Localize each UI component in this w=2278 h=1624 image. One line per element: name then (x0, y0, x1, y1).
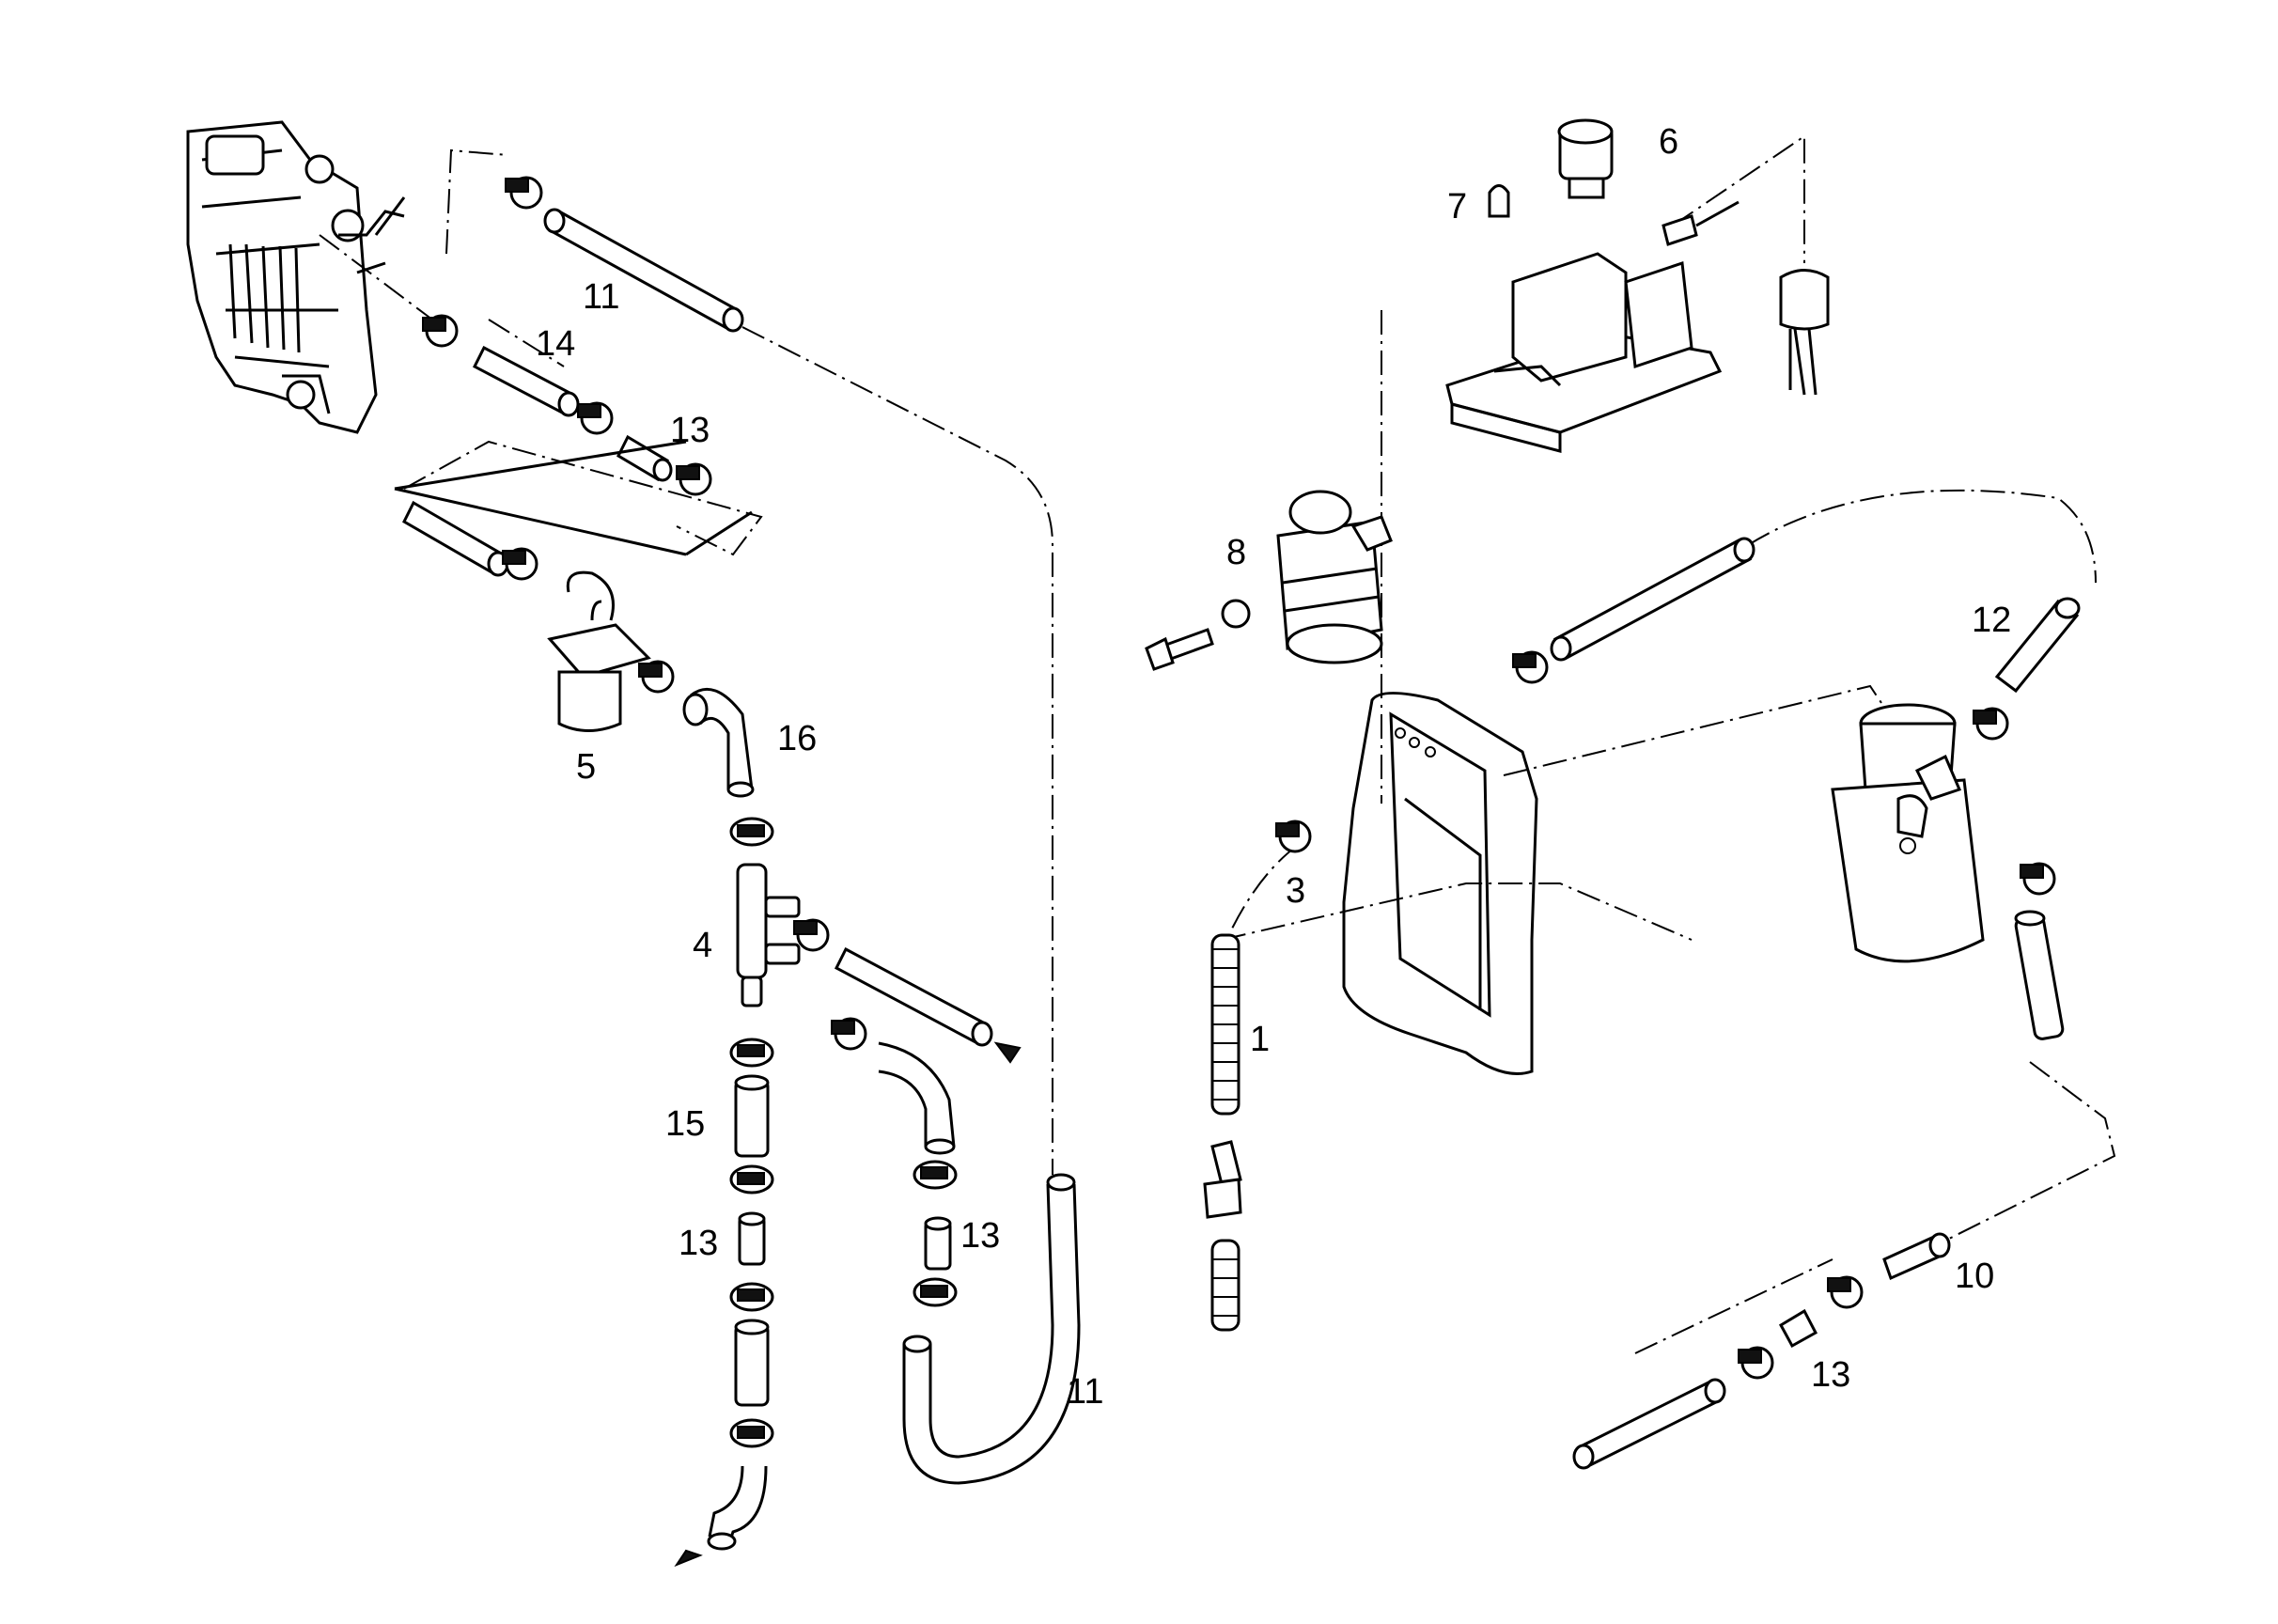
hose-clamps (422, 176, 2056, 1448)
clamp (577, 401, 614, 435)
callout-16: 16 (777, 719, 817, 758)
callout-13-bottom: 13 (1811, 1355, 1850, 1395)
callout-10: 10 (1955, 1257, 1994, 1296)
callout-12: 12 (1972, 601, 2011, 640)
control-panel (1445, 200, 1740, 453)
callout-13-upper: 13 (670, 411, 710, 450)
part-8-cylinder (1276, 490, 1393, 664)
hose-11-lower (902, 1173, 1081, 1485)
part-12-hose (1550, 537, 2081, 694)
hose-from-tee (835, 946, 1022, 1064)
clamp (1973, 707, 2009, 741)
clamp (505, 176, 543, 210)
callout-6: 6 (1659, 122, 1678, 162)
callout-7: 7 (1447, 187, 1467, 226)
engine-block-drawing (186, 120, 406, 434)
fitting-13-bottom (1778, 1308, 1818, 1349)
hose-bottom-right (1572, 1378, 1726, 1470)
part-7-bulb (1488, 184, 1510, 218)
clamp (729, 1164, 774, 1195)
clamp (1512, 650, 1549, 684)
hose-11-upper (543, 208, 744, 333)
callout-11-upper: 11 (583, 277, 619, 317)
pump-reservoir (1831, 703, 1985, 963)
part-4-tee (736, 863, 801, 1007)
clamp (793, 918, 830, 952)
part-5-filter (547, 570, 651, 732)
clamp (913, 1277, 958, 1307)
mounting-bracket (1342, 692, 1538, 1075)
clamp (729, 1282, 774, 1312)
fitting-13-left (738, 1211, 766, 1266)
callout-1: 1 (1250, 1020, 1270, 1059)
clamp (422, 314, 459, 348)
clamp (1738, 1346, 1774, 1380)
clamp (729, 817, 774, 847)
callout-14: 14 (536, 324, 575, 364)
callout-3: 3 (1286, 871, 1305, 911)
clamp (1275, 820, 1312, 853)
clamp (676, 462, 712, 496)
hose-14 (473, 345, 580, 417)
part-10-hose (1882, 910, 2065, 1281)
callout-13-right: 13 (960, 1216, 1000, 1256)
callout-5: 5 (576, 747, 596, 787)
elbow-bottom (674, 1465, 768, 1568)
part-6-switch (1557, 118, 1614, 199)
callout-4: 4 (693, 926, 712, 965)
fitting-13-upper (616, 434, 673, 482)
clamp (831, 1017, 867, 1051)
hose-lower-vertical (734, 1319, 770, 1407)
clamp (502, 547, 538, 581)
elbow-hose-lower (878, 1041, 956, 1155)
clamp (1827, 1275, 1864, 1309)
fitting-13-right (924, 1216, 952, 1271)
clamp (729, 1038, 774, 1068)
part-15-hose (734, 1074, 770, 1158)
callout-13-left: 13 (679, 1224, 718, 1263)
part-1-coil (1203, 933, 1242, 1332)
part-16-elbow (682, 687, 755, 798)
wire-connector (1779, 269, 1830, 396)
clamp (729, 1418, 774, 1448)
clamp (638, 660, 675, 694)
hose-upper-left-group (394, 440, 753, 577)
callout-labels: 1 3 4 5 6 7 8 10 11 11 12 13 13 13 13 14… (536, 122, 2011, 1412)
callout-11-lower: 11 (1067, 1372, 1103, 1412)
clamp (2020, 862, 2056, 896)
bolt (1145, 599, 1251, 671)
clamp (913, 1160, 958, 1190)
callout-15: 15 (665, 1104, 705, 1144)
callout-8: 8 (1226, 533, 1246, 572)
